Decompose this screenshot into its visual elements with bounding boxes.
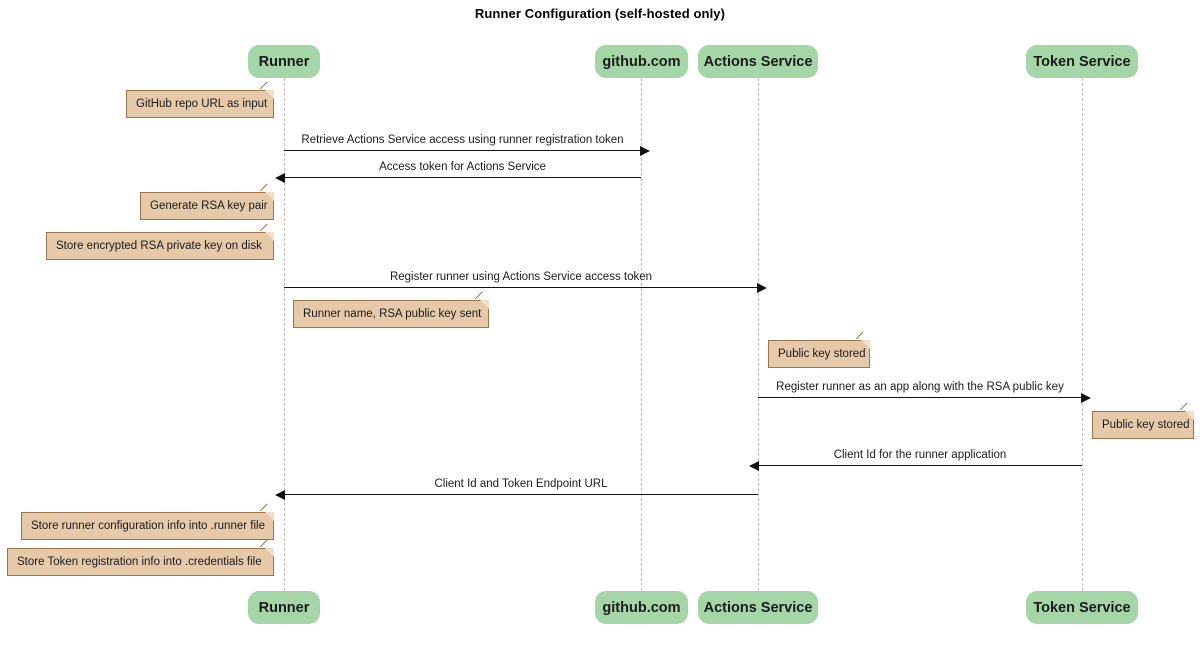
- participant-runner-bottom[interactable]: Runner: [248, 591, 320, 624]
- note-folded-corner-icon: [861, 340, 870, 349]
- note-text: GitHub repo URL as input: [136, 98, 268, 110]
- participant-github-bottom[interactable]: github.com: [595, 591, 688, 624]
- note-n1: GitHub repo URL as input: [126, 81, 275, 118]
- note-text: Generate RSA key pair: [150, 200, 268, 212]
- message-label-m2: Access token for Actions Service: [379, 161, 546, 173]
- note-folded-corner-icon: [265, 548, 274, 557]
- participant-label: github.com: [602, 54, 681, 70]
- participant-label: github.com: [602, 600, 681, 616]
- message-arrow-m2: [275, 173, 641, 183]
- note-n4: Runner name, RSA public key sent: [293, 291, 490, 328]
- note-folded-corner-icon: [1185, 411, 1194, 420]
- message-label-m4: Register runner as an app along with the…: [776, 381, 1064, 393]
- participant-github-top[interactable]: github.com: [595, 45, 688, 78]
- participant-actions-bottom[interactable]: Actions Service: [698, 591, 818, 624]
- note-n8: Store Token registration info into .cred…: [7, 539, 275, 576]
- note-text: Store runner configuration info into .ru…: [31, 520, 265, 532]
- participant-actions-top[interactable]: Actions Service: [698, 45, 818, 78]
- message-arrow-m4: [758, 393, 1091, 403]
- note-n6: Public key stored: [1092, 402, 1195, 439]
- note-text: Public key stored: [778, 348, 866, 360]
- participant-label: Runner: [258, 54, 310, 70]
- participant-token-top[interactable]: Token Service: [1026, 45, 1138, 78]
- note-folded-corner-icon: [265, 90, 274, 99]
- message-arrow-m6: [275, 490, 758, 500]
- message-arrow-m5: [749, 461, 1082, 471]
- message-arrow-m3: [284, 283, 767, 293]
- note-folded-corner-icon: [265, 192, 274, 201]
- participant-label: Runner: [258, 600, 310, 616]
- note-text: Store Token registration info into .cred…: [17, 556, 262, 568]
- message-label-m6: Client Id and Token Endpoint URL: [434, 478, 608, 490]
- participant-token-bottom[interactable]: Token Service: [1026, 591, 1138, 624]
- note-text: Runner name, RSA public key sent: [303, 308, 482, 320]
- arrowhead-icon: [749, 461, 759, 471]
- note-n2: Generate RSA key pair: [140, 183, 275, 220]
- message-label-m5: Client Id for the runner application: [833, 449, 1007, 461]
- arrowhead-icon: [275, 490, 285, 500]
- arrowhead-icon: [757, 283, 767, 293]
- arrowhead-icon: [640, 146, 650, 156]
- participant-runner-top[interactable]: Runner: [248, 45, 320, 78]
- message-arrow-m1: [284, 146, 650, 156]
- arrowhead-icon: [275, 173, 285, 183]
- note-folded-corner-icon: [480, 300, 489, 309]
- message-label-m3: Register runner using Actions Service ac…: [389, 271, 653, 283]
- arrowhead-icon: [1081, 393, 1091, 403]
- lifeline-github: [641, 78, 642, 591]
- message-label-m1: Retrieve Actions Service access using ru…: [301, 134, 624, 146]
- note-folded-corner-icon: [265, 232, 274, 241]
- lifeline-actions: [758, 78, 759, 591]
- note-folded-corner-icon: [265, 512, 274, 521]
- note-n7: Store runner configuration info into .ru…: [21, 503, 275, 540]
- participant-label: Actions Service: [703, 600, 813, 616]
- participant-label: Token Service: [1033, 600, 1131, 616]
- note-text: Public key stored: [1102, 419, 1190, 431]
- page-title: Runner Configuration (self-hosted only): [474, 6, 726, 21]
- participant-label: Actions Service: [703, 54, 813, 70]
- participant-label: Token Service: [1033, 54, 1131, 70]
- note-text: Store encrypted RSA private key on disk: [56, 240, 262, 252]
- lifeline-token: [1082, 78, 1083, 591]
- note-n3: Store encrypted RSA private key on disk: [46, 223, 275, 260]
- note-n5: Public key stored: [768, 331, 871, 368]
- lifeline-runner: [284, 78, 285, 591]
